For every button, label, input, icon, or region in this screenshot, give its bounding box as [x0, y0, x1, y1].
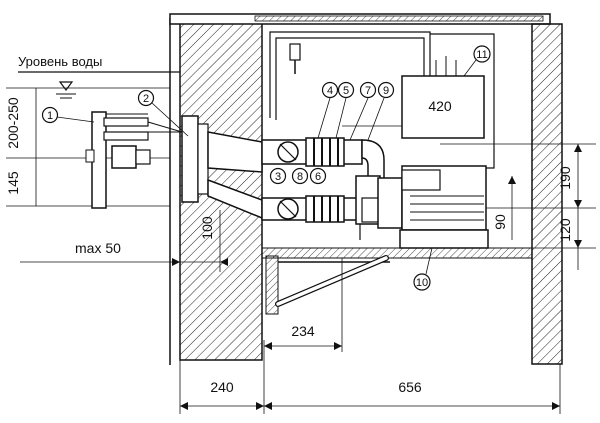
svg-text:8: 8 [297, 171, 303, 183]
pump-motor [377, 165, 489, 249]
callout-6: 6 [309, 167, 327, 185]
bottom-dimensions: 240 656 234 [179, 258, 561, 414]
svg-text:3: 3 [275, 171, 281, 183]
svg-text:1: 1 [47, 110, 53, 122]
svg-text:11: 11 [476, 49, 487, 61]
svg-text:7: 7 [365, 85, 371, 97]
callout-3: 3 [269, 167, 287, 185]
callout-10: 10 [413, 247, 433, 291]
right-wall [531, 23, 563, 365]
svg-text:10: 10 [416, 277, 428, 289]
svg-text:5: 5 [343, 85, 349, 97]
dimension-100-label: 100 [199, 216, 215, 240]
water-level-marker-icon [58, 81, 74, 91]
callout-2: 2 [137, 89, 189, 137]
electrical-cables [148, 31, 495, 169]
callout-11: 11 [463, 45, 491, 77]
dimension-100: 100 [199, 210, 221, 272]
callout-5: 5 [335, 81, 355, 139]
depth-range-dimension: 200-250 [5, 97, 21, 149]
svg-text:4: 4 [327, 85, 333, 97]
dimension-145: 145 [5, 171, 21, 195]
svg-text:9: 9 [383, 85, 389, 97]
callout-7: 7 [349, 81, 377, 141]
water-level: Уровень воды [18, 54, 180, 99]
right-dimensions: 190 120 90 [440, 143, 596, 270]
max-50-dimension: max 50 [20, 240, 228, 266]
inlet-fitting-assembly [85, 111, 183, 209]
callout-4: 4 [317, 81, 339, 139]
valve-lower [277, 198, 299, 220]
left-dimensions: 200-250 145 [5, 87, 170, 207]
valve-upper [277, 141, 299, 163]
callout-8: 8 [291, 167, 309, 185]
compensator-upper [305, 137, 345, 167]
callout-9: 9 [367, 81, 395, 141]
max-50-label: max 50 [75, 240, 121, 256]
top-slab [169, 13, 551, 25]
dimension-190: 190 [557, 166, 573, 190]
dimension-656: 656 [398, 379, 422, 395]
control-box: 420 [401, 56, 485, 139]
svg-text:6: 6 [315, 171, 321, 183]
wall-flange [181, 115, 209, 203]
compensator-lower [305, 195, 345, 223]
dimension-240: 240 [210, 379, 234, 395]
dimension-120: 120 [557, 218, 573, 242]
floor-slab [261, 247, 533, 259]
dimension-234: 234 [291, 323, 315, 339]
water-level-label: Уровень воды [18, 54, 102, 69]
pump-support-bracket [265, 255, 390, 315]
svg-text:2: 2 [143, 93, 149, 105]
control-box-dimension-420: 420 [428, 98, 452, 114]
callout-1: 1 [41, 106, 95, 124]
dimension-90: 90 [492, 214, 508, 230]
